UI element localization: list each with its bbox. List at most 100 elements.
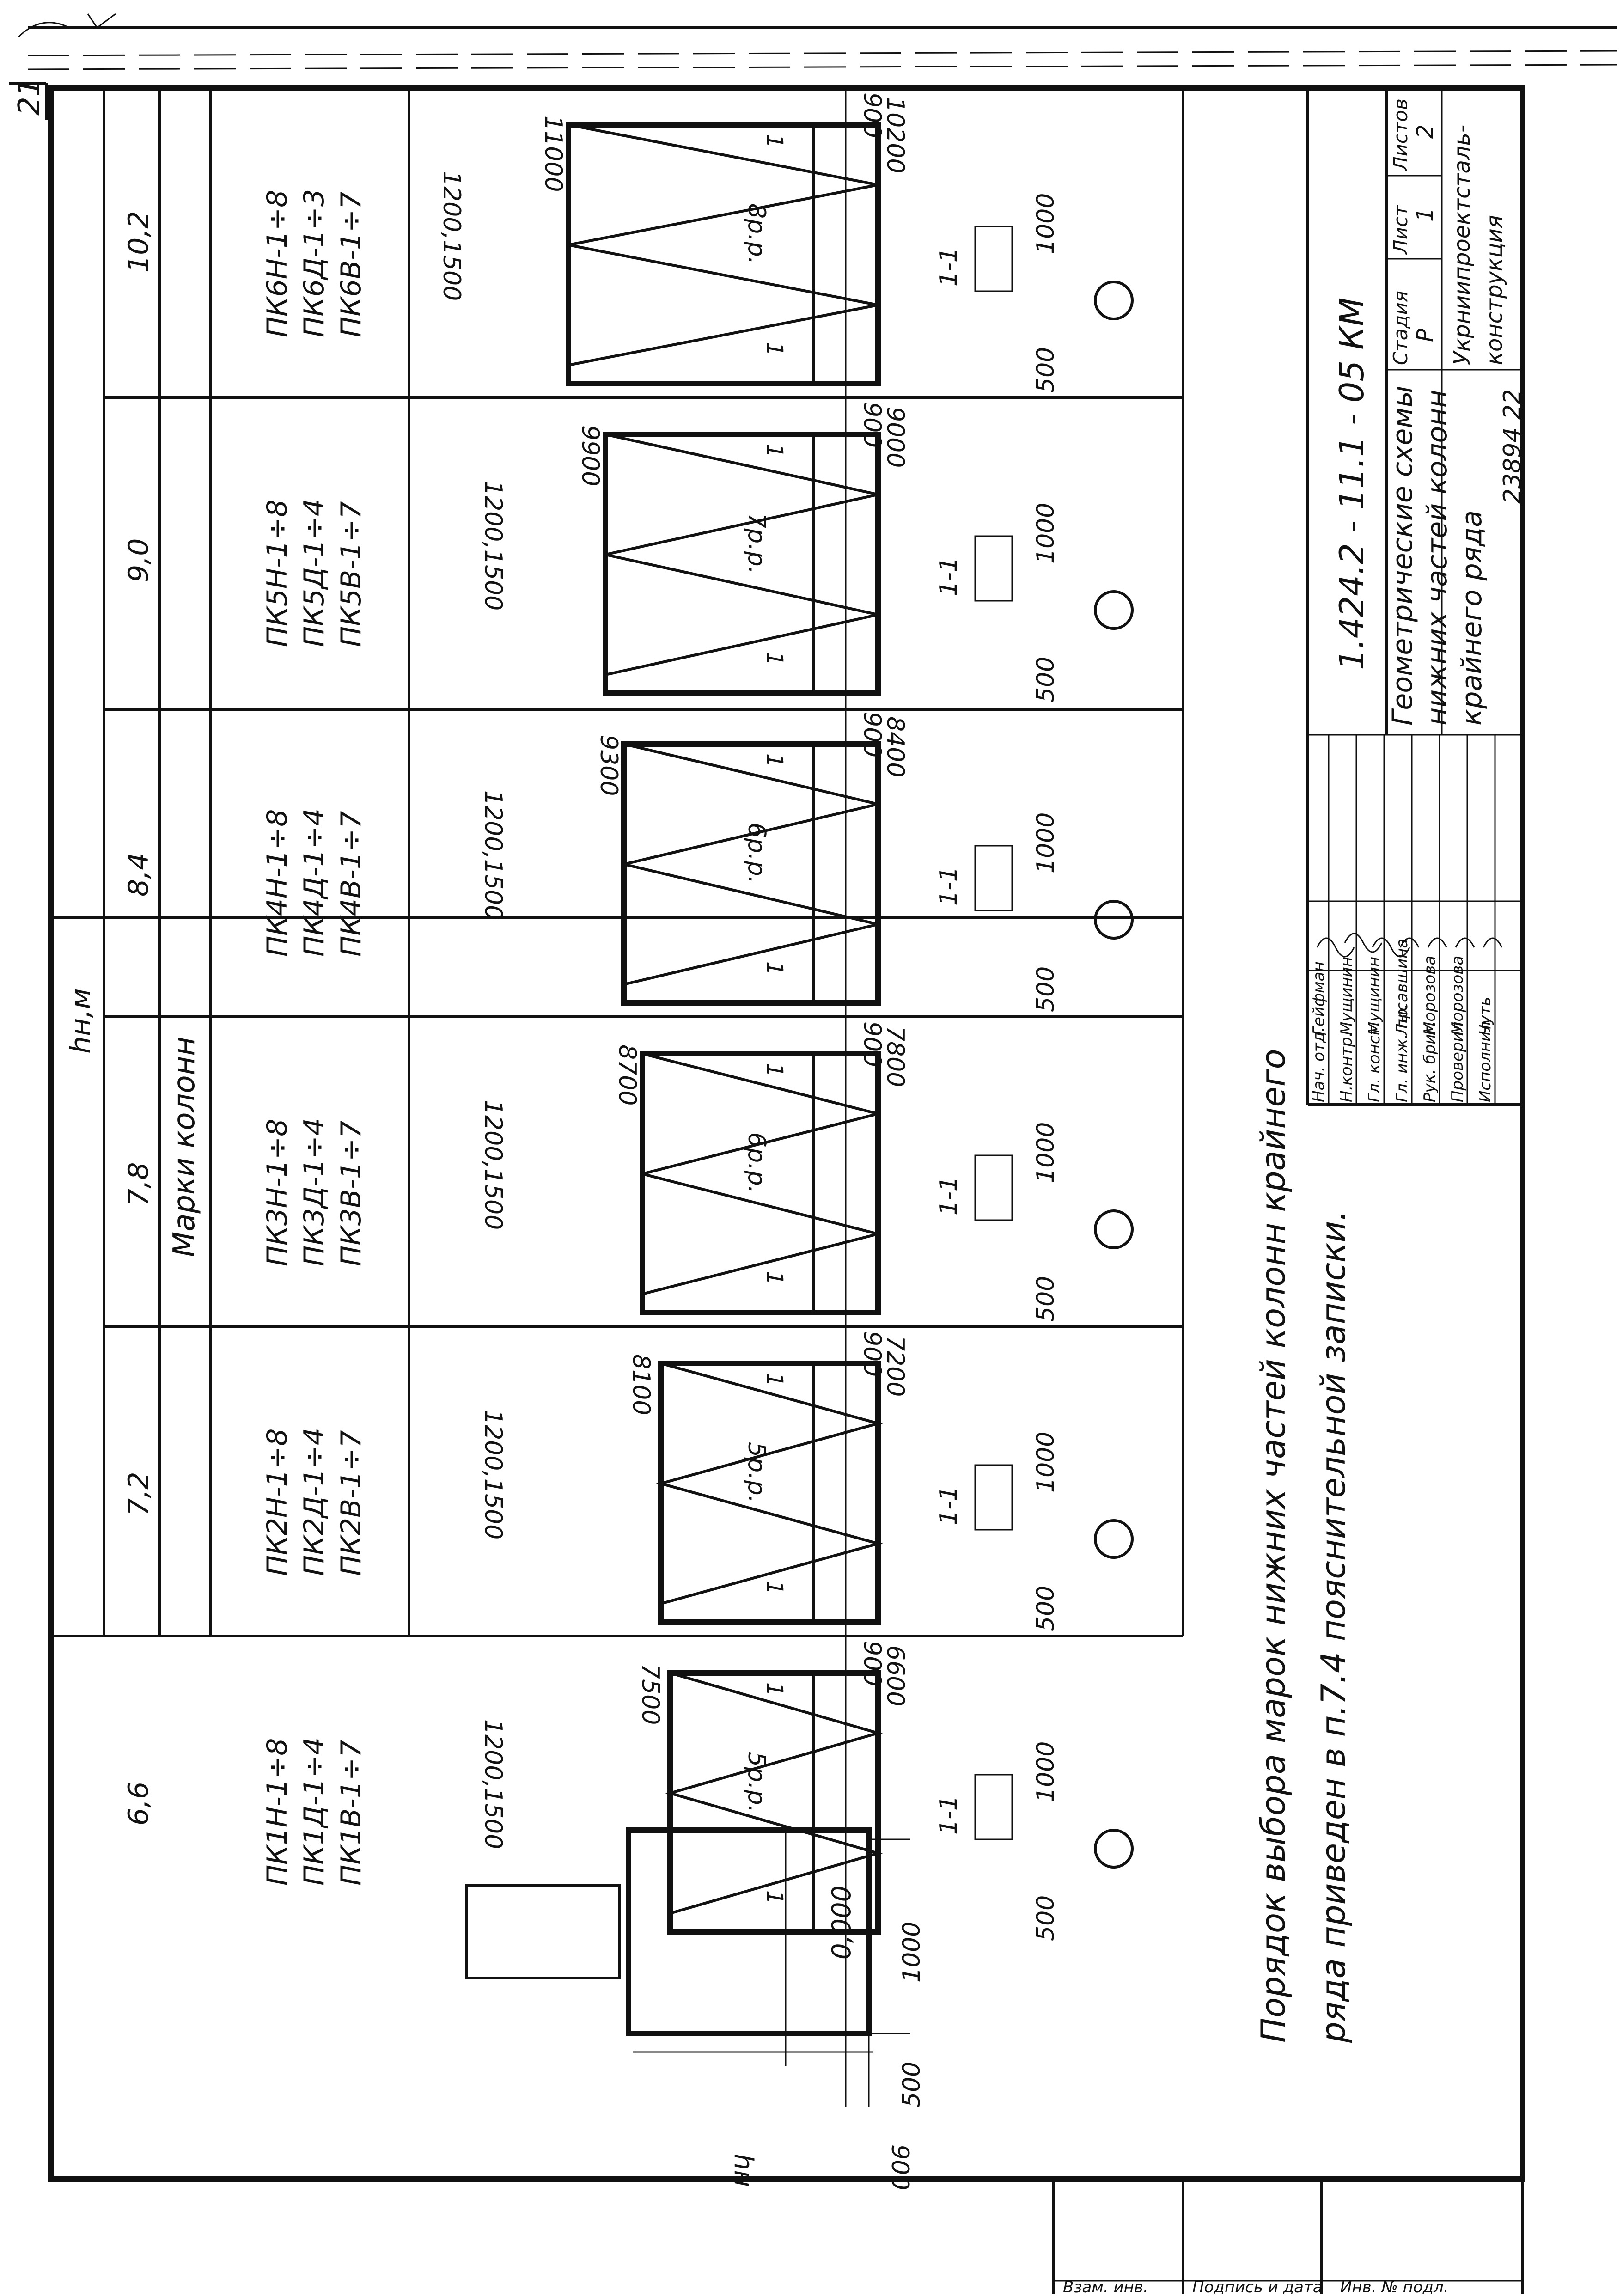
drawing-total: 9000 — [881, 407, 909, 468]
sheets-value: 2 — [1412, 124, 1438, 139]
section-mark-bottom: 1 — [762, 1890, 787, 1905]
dim-500: 500 — [1032, 347, 1060, 393]
mark-label: ПК4Н-1÷8 — [261, 809, 293, 957]
dim-500: 500 — [1032, 1276, 1060, 1322]
section-mark-bottom: 1 — [762, 652, 787, 666]
column-drawing-2: 7200 8100 5р.р. 1200,1500 1-1 500 1000 9… — [479, 1331, 1134, 1631]
dim-900: 900 — [858, 1641, 886, 1686]
dim-900: 900 — [858, 1331, 886, 1377]
sheet-title-2: нижних частей колонн — [1421, 390, 1453, 726]
mark-label: ПК5В-1÷7 — [335, 501, 367, 647]
section-label: 1-1 — [935, 1486, 963, 1525]
mark-label: ПК5Н-1÷8 — [261, 500, 293, 647]
sheet-title-1: Геометрические схемы — [1386, 385, 1419, 726]
page-number: 21 — [12, 78, 47, 116]
dim-1000: 1000 — [1032, 193, 1060, 254]
section-mark-bottom: 1 — [762, 1271, 787, 1285]
signer-role: Нач. отд. — [1310, 1027, 1328, 1102]
stage-label: Стадия — [1389, 291, 1412, 365]
signer-role: Гл. инж. пр. — [1393, 1004, 1411, 1102]
dim-500: 500 — [1032, 657, 1060, 702]
sheets-label: Листов — [1389, 98, 1412, 172]
drawing-widths: 1200,1500 — [479, 1100, 507, 1230]
left-dim-900: 900 — [886, 2144, 914, 2190]
drawing-panels: 7р.р. — [743, 513, 770, 574]
section-mark-top: 1 — [762, 444, 787, 458]
mark-label: ПК4В-1÷7 — [335, 811, 367, 957]
drawing-widths: 1200,1500 — [479, 481, 507, 611]
column-drawing-3: 7800 8700 6р.р. 1200,1500 1-1 500 1000 9… — [479, 1021, 1134, 1322]
left-hn: hн — [728, 2154, 758, 2187]
dim-900: 900 — [858, 712, 886, 757]
drawing-widths: 1200,1500 — [479, 790, 507, 920]
drawing-upper: 7500 — [636, 1664, 664, 1725]
org-line-2: конструкция — [1482, 215, 1507, 365]
drawing-total: 7800 — [881, 1026, 909, 1087]
signer-name: Чуть — [1476, 997, 1495, 1035]
section-label: 1-1 — [935, 867, 963, 906]
zero-mark: 0,000 — [827, 1886, 857, 1960]
left-dim-500: 500 — [898, 2062, 926, 2107]
height-value: 7,8 — [122, 1162, 155, 1206]
mark-label: ПК2В-1÷7 — [335, 1430, 367, 1576]
left-dim-1000: 1000 — [898, 1922, 926, 1983]
height-value: 9,0 — [122, 538, 155, 582]
mark-label: ПК6В-1÷7 — [335, 192, 367, 337]
section-mark-bottom: 1 — [762, 961, 787, 976]
mark-label: ПК5Д-1÷4 — [298, 499, 330, 647]
main-table — [51, 88, 1184, 1637]
section-mark-bottom: 1 — [762, 1581, 787, 1595]
section-label: 1-1 — [935, 1795, 963, 1835]
dim-1000: 1000 — [1032, 1741, 1060, 1802]
drawing-upper: 9300 — [595, 735, 622, 796]
height-value: 7,2 — [122, 1472, 155, 1516]
column-marks: ПК1Н-1÷8 ПК1Д-1÷4 ПК1В-1÷7 ПК2Н-1÷8 ПК2Д… — [261, 189, 367, 1886]
inventory-strip: Инв. № подл. Подпись и дата Взам. инв. — [1052, 2179, 1524, 2296]
mark-label: ПК1Н-1÷8 — [261, 1738, 293, 1886]
height-value: 10,2 — [122, 211, 155, 273]
drawing-widths: 1200,1500 — [479, 1719, 507, 1849]
drawing-total: 8400 — [881, 716, 909, 777]
strip-label: Подпись и дата — [1192, 2278, 1323, 2294]
signer-role: Н.контр. — [1337, 1032, 1356, 1102]
section-mark-top: 1 — [762, 753, 787, 768]
drawing-upper: 11000 — [539, 116, 567, 192]
section-label: 1-1 — [935, 247, 963, 287]
height-value: 8,4 — [122, 853, 155, 897]
mark-label: ПК2Д-1÷4 — [298, 1428, 330, 1576]
signer-name: Морозова — [1448, 956, 1467, 1035]
mark-label: ПК4Д-1÷4 — [298, 808, 330, 957]
drawing-total: 10200 — [881, 97, 909, 173]
dim-500: 500 — [1032, 966, 1060, 1012]
mark-label: ПК6Д-1÷3 — [298, 189, 330, 337]
signer-role: Проверил — [1448, 1022, 1467, 1102]
signer-name: Морозова — [1421, 956, 1439, 1035]
section-mark-bottom: 1 — [762, 342, 787, 356]
dim-500: 500 — [1032, 1586, 1060, 1631]
section-mark-top: 1 — [762, 1063, 787, 1077]
title-block: 1.424.2 - 11.1 - 05 КМ Геометрические сх… — [1306, 88, 1526, 1106]
mark-label: ПК3В-1÷7 — [335, 1121, 367, 1266]
signer-name: Лысавщина — [1393, 939, 1411, 1036]
column-drawing-5: 9000 9900 7р.р. 1200,1500 1-1 500 1000 9… — [479, 402, 1134, 702]
dim-1000: 1000 — [1032, 812, 1060, 873]
sheet-value: 1 — [1412, 208, 1438, 222]
doc-code: 1.424.2 - 11.1 - 05 КМ — [1332, 298, 1371, 670]
signer-role: Гл. конст. — [1365, 1021, 1384, 1102]
drawing-panels: 5р.р. — [743, 1752, 770, 1813]
mark-label: ПК2Н-1÷8 — [261, 1429, 293, 1576]
drawing-upper: 8700 — [613, 1044, 641, 1105]
stage-value: Р — [1412, 329, 1438, 342]
note-line-1: Порядок выбора марок нижних частей колон… — [1254, 1049, 1293, 2043]
column-drawing-4: 8400 9300 6р.р. 1200,1500 1-1 500 1000 9… — [479, 712, 1134, 1012]
sheet-label: Лист — [1389, 204, 1412, 255]
strip-label: Взам. инв. — [1063, 2278, 1148, 2294]
drawing-widths: 1200,1500 — [438, 171, 465, 301]
dim-1000: 1000 — [1032, 1432, 1060, 1493]
drawing-total: 6600 — [881, 1645, 909, 1706]
signer-role: Исполнил — [1476, 1021, 1495, 1102]
dim-500: 500 — [1032, 1895, 1060, 1941]
signer-name: Мущинин — [1337, 957, 1356, 1035]
signer-name: Гейфман — [1310, 961, 1328, 1035]
